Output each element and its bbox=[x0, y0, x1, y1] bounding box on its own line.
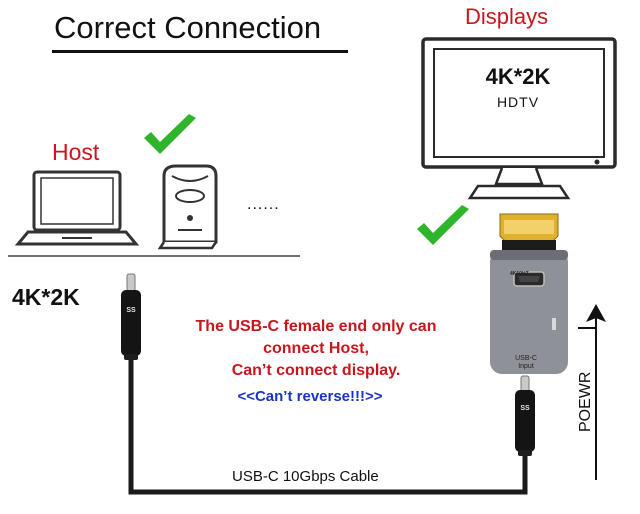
adapter-port-line1: USB-C bbox=[515, 355, 537, 362]
svg-text:SS: SS bbox=[520, 405, 530, 412]
check-icon bbox=[417, 205, 469, 245]
tv-resolution: 4K*2K bbox=[485, 64, 551, 89]
monitor-icon bbox=[421, 37, 617, 200]
title-underline bbox=[52, 50, 348, 53]
note-line-2: connect Host, bbox=[263, 340, 369, 357]
host-label: Host bbox=[52, 139, 100, 165]
usb-c-connector-icon: SS bbox=[515, 375, 535, 456]
note-line-1: The USB-C female end only can bbox=[195, 318, 437, 335]
note-line-3: Can’t connect display. bbox=[231, 362, 401, 379]
adapter-badge: 4K60HZ bbox=[510, 271, 529, 277]
adapter-port-label: USB-C Input bbox=[510, 355, 542, 371]
section-divider bbox=[8, 255, 300, 257]
svg-text:SS: SS bbox=[126, 307, 136, 314]
adapter-port-line2: Input bbox=[518, 363, 534, 370]
cable-label: USB-C 10Gbps Cable bbox=[232, 468, 379, 485]
more-devices-ellipsis: ...... bbox=[247, 196, 280, 213]
displays-label: Displays bbox=[465, 4, 549, 29]
desktop-tower-icon bbox=[157, 164, 218, 250]
reverse-warning: <<Can’t reverse!!!>> bbox=[237, 388, 383, 405]
tv-subtitle: HDTV bbox=[496, 94, 540, 110]
power-label: POEWR bbox=[577, 371, 594, 432]
connection-note: The USB-C female end only can connect Ho… bbox=[160, 316, 472, 382]
host-resolution: 4K*2K bbox=[12, 284, 80, 310]
check-icon bbox=[144, 114, 196, 154]
arrow-up-icon bbox=[578, 304, 606, 480]
hdmi-adapter-icon bbox=[490, 213, 568, 374]
laptop-icon bbox=[14, 170, 140, 246]
diagram-title: Correct Connection bbox=[54, 10, 322, 45]
usb-c-connector-icon: SS bbox=[121, 273, 141, 360]
